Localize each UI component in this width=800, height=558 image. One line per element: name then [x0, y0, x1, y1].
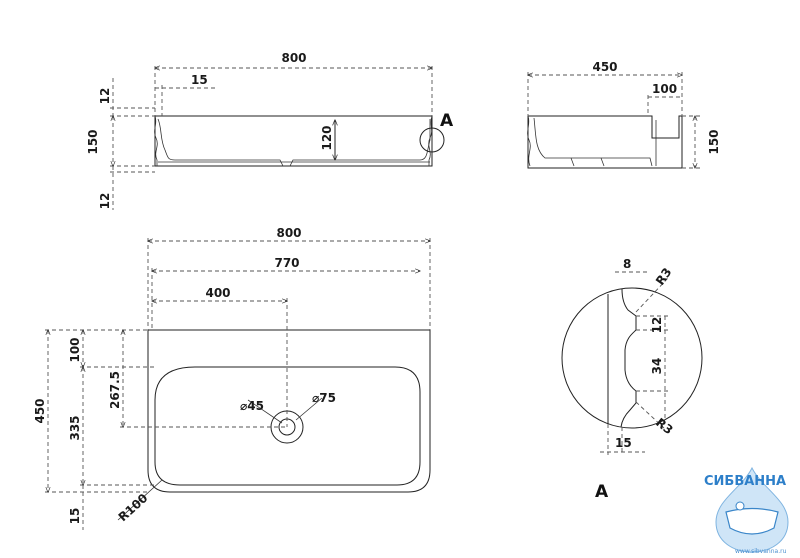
- detail-bottom-width-dim: 15: [615, 436, 632, 450]
- detail-a-circle: [561, 287, 703, 429]
- plan-outer-width-dim: 800: [276, 226, 301, 240]
- drain-inner-dim: ⌀45: [240, 399, 264, 413]
- logo-url: www.sibvanna.ru: [735, 548, 787, 555]
- side-view-outline: [527, 115, 683, 169]
- detail-a-view: 8 R3 12 34 R3 15 A: [561, 257, 703, 502]
- detail-a-marker-label: A: [440, 111, 454, 131]
- plan-drain-x-dim: 400: [205, 286, 230, 300]
- detail-lip-dim: 12: [650, 317, 664, 334]
- side-height-dim: 150: [707, 129, 721, 154]
- front-rim-offset-dim: 15: [191, 73, 208, 87]
- front-basin-depth-dim: 120: [320, 125, 334, 150]
- side-depth-dim: 450: [592, 60, 617, 74]
- plan-depth-dim: 450: [33, 398, 47, 423]
- front-top-thickness-dim: 12: [98, 88, 112, 105]
- detail-radius-top-dim: R3: [653, 265, 675, 287]
- drain-outer-dim: ⌀75: [312, 391, 336, 405]
- bathtub-icon: [725, 507, 779, 535]
- plan-inner-width-dim: 770: [274, 256, 299, 270]
- detail-radius-bottom-dim: R3: [653, 415, 675, 437]
- front-view-outline: [154, 115, 433, 167]
- sibvanna-logo: СИБВАННА www.sibvanna.ru: [704, 466, 789, 555]
- front-width-dim: 800: [281, 51, 306, 65]
- detail-a-marker-circle: [419, 127, 445, 153]
- plan-basin-depth-dim: 335: [68, 415, 82, 440]
- detail-a-profile: [620, 288, 637, 428]
- plan-drain-y-dim: 267.5: [108, 371, 122, 409]
- front-bottom-thickness-dim: 12: [98, 193, 112, 210]
- front-view: A 800 15 12 150 12 120: [86, 51, 454, 210]
- side-shelf-dim: 100: [652, 82, 677, 96]
- logo-name: СИБВАННА: [704, 474, 786, 489]
- plan-outer-outline: [147, 329, 431, 493]
- detail-top-width-dim: 8: [623, 257, 631, 271]
- plan-view: ⌀45 ⌀75 800 770 400 450 100 335 15 267.5: [33, 226, 430, 530]
- side-view: 450 100 150: [527, 60, 721, 169]
- plan-shelf-dim: 100: [68, 337, 82, 362]
- plan-basin-outline: [154, 366, 421, 486]
- detail-groove-dim: 34: [650, 358, 664, 375]
- front-height-dim: 150: [86, 129, 100, 154]
- detail-a-title: A: [595, 482, 609, 502]
- plan-front-margin-dim: 15: [68, 508, 82, 525]
- plan-corner-radius-dim: R100: [116, 491, 151, 524]
